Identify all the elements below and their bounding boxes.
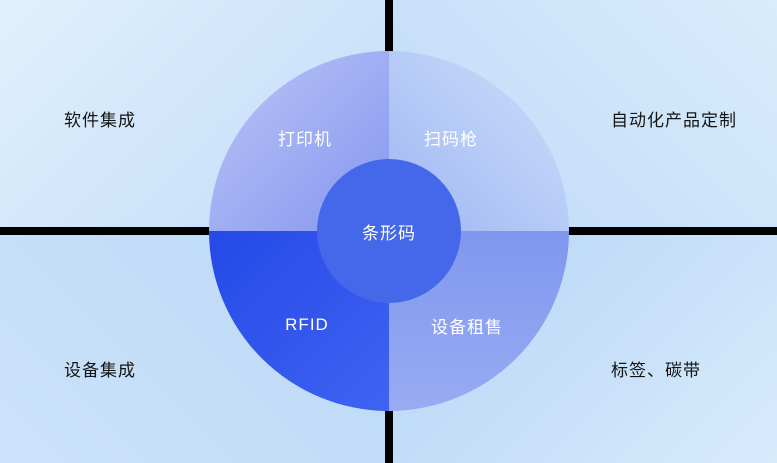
corner-label-software-integration: 软件集成 xyxy=(64,111,136,130)
quadrant-circle: 打印机 扫码枪 RFID 设备租售 条形码 xyxy=(209,51,569,411)
center-circle: 条形码 xyxy=(317,159,461,303)
corner-label-labels-ribbons: 标签、碳带 xyxy=(611,361,701,380)
center-label: 条形码 xyxy=(362,223,416,243)
corner-label-device-integration: 设备集成 xyxy=(64,361,136,380)
corner-label-automation-product-customization: 自动化产品定制 xyxy=(611,111,737,130)
segment-rental-label: 设备租售 xyxy=(431,317,503,337)
segment-printer-label: 打印机 xyxy=(278,129,332,149)
segment-scanner-label: 扫码枪 xyxy=(424,129,478,149)
segment-rfid-label: RFID xyxy=(285,315,329,334)
